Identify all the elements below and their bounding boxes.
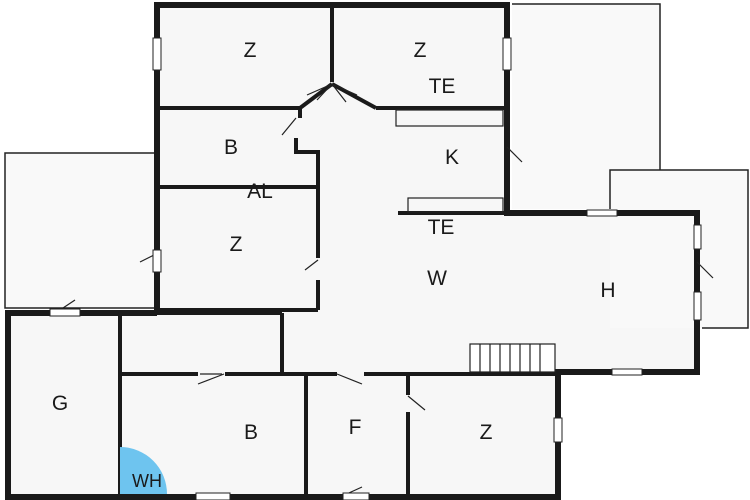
exterior-walls (5, 2, 700, 500)
window-h-bottom (611, 368, 643, 376)
window-h-top (586, 209, 618, 217)
door-b-upper (281, 117, 297, 136)
door-garage (59, 299, 76, 311)
door-z-left (306, 83, 333, 96)
room-label-te-mid: TE (428, 216, 455, 239)
window-h-upper (693, 224, 702, 250)
window-z-right (502, 37, 512, 71)
room-labels: Z Z TE B K AL Z TE W H G B F Z WH (52, 39, 616, 491)
wall-b-right (294, 138, 320, 258)
room-label-b-upper: B (224, 136, 238, 159)
room-label-z-lower: Z (480, 421, 493, 444)
door-terrace-left (139, 254, 155, 263)
terrace-top-right-outline (512, 3, 661, 170)
room-label-te-top: TE (429, 75, 456, 98)
water-heater-area (120, 447, 167, 494)
room-label-b-lower: B (244, 421, 258, 444)
window-z-lower (553, 417, 563, 443)
terrace-left-outline (4, 152, 154, 309)
terrace-right-outline (660, 169, 749, 329)
counters (395, 109, 504, 213)
door-terrace-right (696, 261, 714, 279)
window-garage (49, 308, 81, 317)
room-label-h: H (600, 279, 615, 302)
room-label-k: K (445, 146, 459, 169)
door-kitchen (506, 146, 523, 163)
outdoor-outlines (4, 3, 749, 329)
window-f (342, 492, 370, 500)
door-f (336, 373, 363, 385)
terrace-right (610, 170, 748, 328)
outer-wall (5, 2, 700, 500)
room-label-z-mid: Z (230, 233, 243, 256)
terrace-right-outline-top (609, 169, 660, 209)
window-h-lower (693, 291, 702, 321)
terrace-left (5, 153, 154, 308)
diag-left (298, 82, 334, 110)
diag-right (331, 82, 377, 110)
door-z-right (331, 83, 358, 96)
entry-diagonals (298, 82, 377, 110)
door-z-left-b (316, 83, 333, 101)
room-label-f: F (349, 416, 362, 439)
room-label-w: W (427, 267, 447, 290)
door-z-mid (304, 259, 319, 271)
door-z-right-b (331, 83, 347, 103)
room-label-z-top-left: Z (244, 39, 257, 62)
door-z-lower (407, 395, 426, 411)
stairs-outline (469, 343, 556, 373)
stairs (469, 343, 556, 373)
window-z-mid (152, 249, 162, 273)
windows (49, 37, 702, 500)
door-b-lower (197, 373, 225, 385)
counter-bottom (407, 197, 504, 213)
window-b-lower (195, 492, 231, 500)
room-label-g: G (52, 392, 68, 415)
counter-top (395, 109, 504, 127)
doors (59, 83, 714, 498)
room-label-al: AL (247, 180, 273, 203)
room-label-wh: WH (132, 471, 162, 491)
room-label-z-top-right: Z (414, 39, 427, 62)
window-z-left (152, 37, 162, 71)
